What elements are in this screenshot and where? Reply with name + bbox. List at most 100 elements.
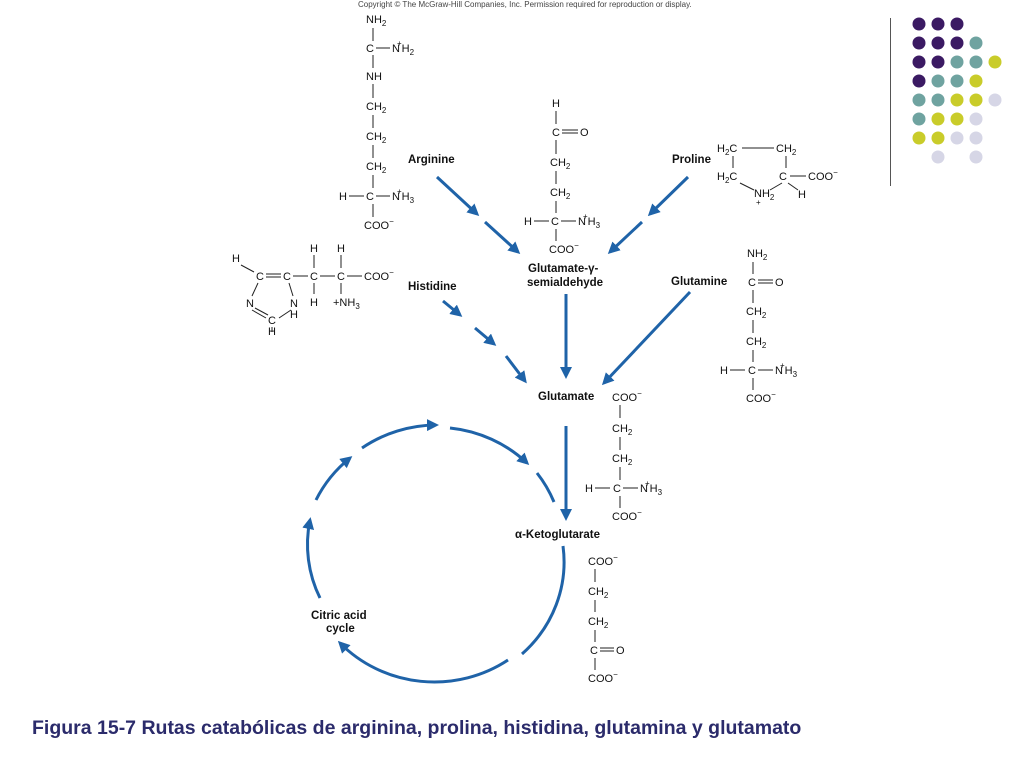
svg-text:CH2: CH2 <box>366 161 387 175</box>
svg-text:C: C <box>337 271 345 283</box>
svg-text:H: H <box>585 483 593 495</box>
citric-acid-cycle-ring <box>302 419 566 684</box>
decorative-dot <box>950 74 964 88</box>
decorative-dot <box>950 36 964 50</box>
figure-caption: Figura 15-7 Rutas catabólicas de arginin… <box>32 717 802 739</box>
svg-text:NH: NH <box>366 71 382 83</box>
svg-text:NH2: NH2 <box>747 248 768 262</box>
svg-text:CH2: CH2 <box>366 131 387 145</box>
arrow-arginine-to-semialdehyde <box>435 175 480 217</box>
svg-text:C: C <box>366 43 374 55</box>
svg-text:COO−: COO− <box>612 508 642 523</box>
svg-text:CH2: CH2 <box>612 453 633 467</box>
svg-text:C: C <box>613 483 621 495</box>
svg-text:H: H <box>798 189 806 201</box>
decorative-dot <box>931 131 945 145</box>
proline-structure: H2C CH2 H2C C COO− NH2 + H <box>717 143 838 207</box>
decorative-dot <box>950 93 964 107</box>
decorative-dot <box>912 74 926 88</box>
decorative-dot <box>969 55 983 69</box>
svg-text:O: O <box>775 277 784 289</box>
decorative-dot <box>912 93 926 107</box>
decorative-dot <box>912 36 926 50</box>
decorative-dot <box>969 112 983 126</box>
decorative-dot <box>950 55 964 69</box>
decorative-dot <box>969 74 983 88</box>
svg-text:O: O <box>580 127 589 139</box>
svg-text:H: H <box>232 253 240 265</box>
citric-acid-cycle-label-line2: cycle <box>326 623 355 635</box>
alpha-ketoglutarate-structure: COO− CH2 CH2 C O COO− <box>588 553 625 685</box>
pathway-arrows <box>435 175 692 521</box>
arrow-glutamine-to-glutamate <box>601 290 692 386</box>
svg-text:CH2: CH2 <box>588 586 609 600</box>
svg-text:C: C <box>268 315 276 327</box>
svg-text:C: C <box>366 191 374 203</box>
arginine-label: Arginine <box>408 154 455 166</box>
svg-text:N+H2: N+H2 <box>392 39 415 57</box>
semialdehyde-structure: H C O CH2 CH2 H C N+H3 COO− <box>524 98 601 256</box>
semialdehyde-label-line2: semialdehyde <box>527 277 603 289</box>
svg-text:H: H <box>552 98 560 110</box>
svg-text:C: C <box>590 645 598 657</box>
decorative-dot <box>931 17 945 31</box>
copyright-notice: Copyright © The McGraw-Hill Companies, I… <box>358 0 692 9</box>
svg-text:CH2: CH2 <box>366 101 387 115</box>
svg-text:H: H <box>337 243 345 255</box>
svg-text:N: N <box>246 298 254 310</box>
decorative-dot-grid <box>912 17 1002 164</box>
svg-text:H2C: H2C <box>717 171 737 185</box>
svg-text:H: H <box>339 191 347 203</box>
svg-text:H: H <box>310 243 318 255</box>
decorative-dot <box>912 55 926 69</box>
svg-text:CH2: CH2 <box>550 157 571 171</box>
svg-text:N+H3: N+H3 <box>640 479 663 497</box>
decorative-dot <box>912 112 926 126</box>
svg-text:COO−: COO− <box>588 553 618 568</box>
semialdehyde-label-line1: Glutamate-γ- <box>528 263 598 275</box>
svg-text:C: C <box>748 277 756 289</box>
decorative-dot <box>950 131 964 145</box>
decorative-dot <box>912 131 926 145</box>
citric-acid-cycle-label-line1: Citric acid <box>311 610 367 622</box>
svg-text:H: H <box>524 216 532 228</box>
svg-text:CH2: CH2 <box>612 423 633 437</box>
svg-text:C: C <box>779 171 787 183</box>
glutamate-structure: COO− CH2 CH2 H C N+H3 COO− <box>585 389 663 523</box>
svg-text:C: C <box>551 216 559 228</box>
svg-text:NH2: NH2 <box>366 14 387 28</box>
svg-text:H: H <box>290 309 298 321</box>
decorative-dot <box>969 150 983 164</box>
decorative-dot <box>912 17 926 31</box>
glutamate-label: Glutamate <box>538 391 594 403</box>
glutamine-label: Glutamine <box>671 276 727 288</box>
decorative-dot <box>950 112 964 126</box>
histidine-label: Histidine <box>408 281 457 293</box>
svg-text:C: C <box>256 271 264 283</box>
svg-text:COO−: COO− <box>612 389 642 404</box>
svg-text:+NH3: +NH3 <box>333 297 360 311</box>
svg-text:C: C <box>552 127 560 139</box>
decorative-dot <box>931 55 945 69</box>
svg-text:CH2: CH2 <box>746 336 767 350</box>
arrow-proline-to-semialdehyde <box>647 175 690 217</box>
decorative-dot <box>950 17 964 31</box>
svg-text:C: C <box>283 271 291 283</box>
svg-text:C: C <box>310 271 318 283</box>
svg-text:NH2: NH2 <box>754 188 775 202</box>
decorative-dot <box>969 36 983 50</box>
decorative-dot <box>988 93 1002 107</box>
decorative-divider <box>890 18 891 186</box>
svg-text:O: O <box>616 645 625 657</box>
svg-text:CH2: CH2 <box>746 306 767 320</box>
decorative-dot <box>931 150 945 164</box>
svg-text:H: H <box>310 297 318 309</box>
decorative-dot <box>931 112 945 126</box>
alpha-ketoglutarate-label: α-Ketoglutarate <box>515 529 600 541</box>
svg-text:COO−: COO− <box>808 168 838 183</box>
histidine-structure: H C C C C COO− H H H +NH3 N N C H H <box>232 243 394 338</box>
svg-text:COO−: COO− <box>746 390 776 405</box>
proline-label: Proline <box>672 154 711 166</box>
svg-text:COO−: COO− <box>364 268 394 283</box>
